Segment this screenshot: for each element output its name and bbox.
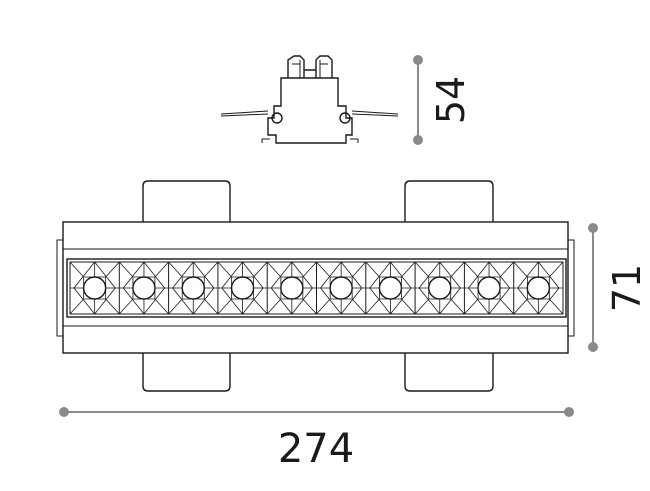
- side-view-left-clip: [271, 112, 283, 124]
- side-view-connector-detail: [292, 60, 328, 78]
- led-reflector-facets: [217, 261, 268, 315]
- front-view: [56, 180, 575, 392]
- led-cell: [266, 261, 317, 315]
- dimension-height-dot-top: [413, 55, 423, 65]
- dimension-width-dot-bottom: [588, 342, 598, 352]
- dimension-width: 71: [588, 223, 649, 352]
- dimension-length-dot-left: [59, 407, 69, 417]
- dimension-height-label: 54: [429, 76, 473, 124]
- side-view-right-clip: [339, 112, 351, 124]
- front-view-trim: [62, 248, 569, 327]
- led-lens: [526, 276, 551, 300]
- dimension-height-dot-bottom: [413, 135, 423, 145]
- front-view-tab-top-right: [404, 180, 494, 222]
- side-view-flange: [220, 110, 399, 115]
- dimension-length-label: 274: [278, 426, 354, 472]
- front-view-tab-top-left: [142, 180, 231, 222]
- led-lens: [329, 276, 353, 300]
- led-cell: [414, 261, 465, 315]
- side-view-body: [267, 77, 353, 144]
- led-cell: [118, 261, 169, 315]
- front-view-lens-strip: [66, 258, 567, 318]
- side-view-base-detail: [261, 138, 359, 143]
- led-cell: [69, 261, 120, 315]
- led-reflector-facets: [414, 261, 465, 315]
- led-lens: [181, 276, 205, 300]
- led-cell: [463, 261, 514, 315]
- led-cell: [316, 261, 367, 315]
- led-reflector-facets: [168, 261, 219, 315]
- side-view: [220, 55, 399, 144]
- front-view-tab-bottom-left: [142, 353, 231, 392]
- led-reflector-facets: [119, 261, 169, 315]
- led-cell: [168, 261, 219, 315]
- led-lens: [378, 276, 403, 300]
- led-lens: [477, 276, 501, 300]
- led-reflector-facets: [266, 261, 317, 315]
- led-array: [69, 261, 564, 315]
- dimension-length-dot-right: [564, 407, 574, 417]
- dimension-width-dot-top: [588, 223, 598, 233]
- led-lens: [280, 276, 304, 300]
- led-lens: [82, 276, 107, 300]
- front-view-left-flange: [56, 239, 63, 337]
- side-view-connector: [287, 55, 333, 78]
- led-reflector-facets: [464, 261, 514, 315]
- led-reflector-facets: [365, 261, 416, 315]
- side-view-flange-lower: [220, 113, 399, 117]
- dimension-width-label: 71: [605, 264, 649, 312]
- led-cell: [365, 261, 416, 315]
- led-lens: [428, 276, 452, 300]
- led-cell: [217, 261, 268, 315]
- dimension-length: 274: [59, 407, 574, 472]
- led-reflector-facets: [316, 261, 367, 315]
- led-cell: [513, 261, 564, 315]
- led-lens: [132, 276, 156, 300]
- led-reflector-facets: [69, 261, 120, 315]
- led-lens: [230, 276, 255, 300]
- front-view-right-flange: [568, 239, 575, 337]
- led-reflector-facets: [513, 261, 564, 315]
- dimension-height: 54: [413, 55, 473, 145]
- front-view-tab-bottom-right: [404, 353, 494, 392]
